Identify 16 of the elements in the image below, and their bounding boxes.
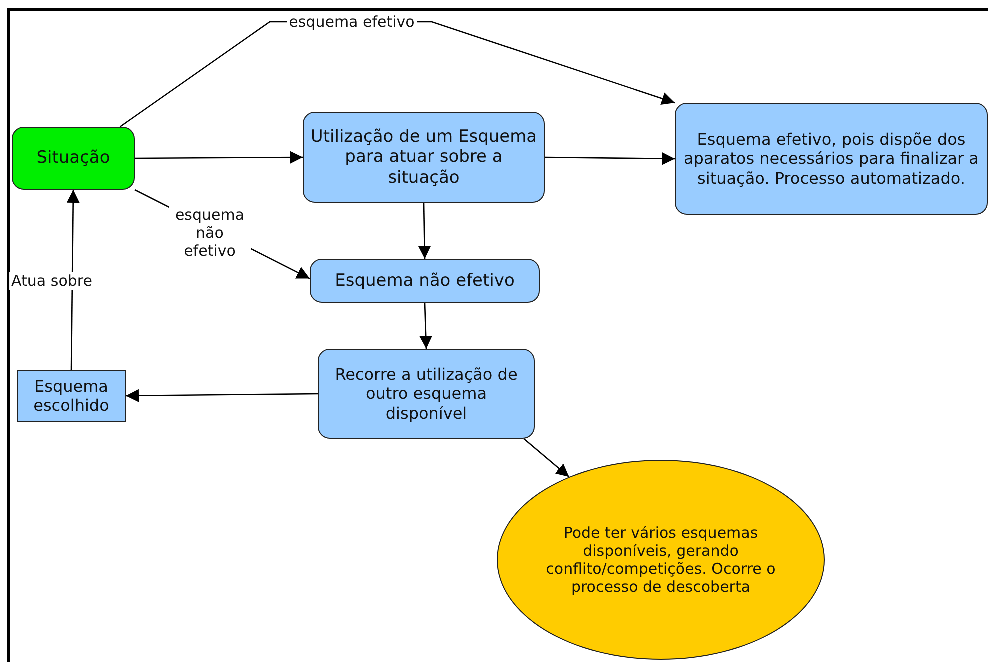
arrow [66,190,80,370]
arrow [545,152,675,166]
arrow [420,302,433,350]
process-box: Situação [12,127,135,190]
process-box: Esquema efetivo, pois dispõe dos aparatos necessários para finalizar a situação. Processo automatizado. [675,103,988,215]
process-box: Esquema escolhido [17,370,126,422]
process-box: Utilização de um Esquema para atuar sobre a situação [303,112,545,203]
arrow [135,151,303,164]
note-ellipse: Pode ter vários esquemas disponíveis, gerando conflito/competições. Ocorre o processo de descoberta [497,460,825,660]
arrow [524,438,570,478]
process-box: Recorre a utilização de outro esquema disponível [318,349,535,439]
edge-label: Atua sobre [10,272,94,290]
arrow [418,202,432,260]
edge-label: esquema efetivo [287,13,417,31]
arrow [126,389,318,402]
process-box: Esquema não efetivo [310,259,540,303]
